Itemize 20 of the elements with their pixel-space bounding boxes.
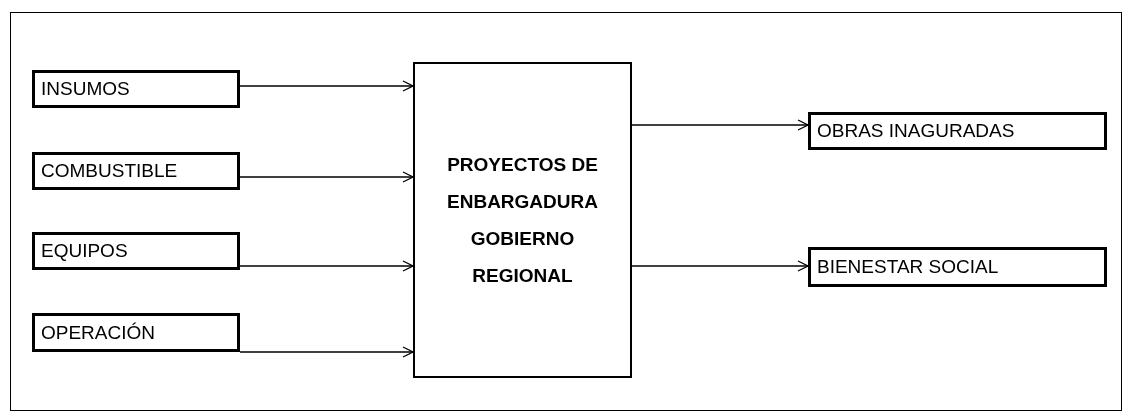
- input-box: [32, 313, 240, 352]
- arrow: [631, 119, 809, 131]
- output-box: [808, 247, 1107, 287]
- input-box: [32, 152, 240, 190]
- arrow: [239, 260, 414, 272]
- node-label: BIENESTAR SOCIAL: [816, 256, 999, 278]
- input-box: [32, 70, 240, 108]
- arrow: [239, 346, 414, 358]
- node-label: EQUIPOS: [40, 240, 128, 262]
- node-label: OPERACIÓN: [40, 321, 156, 344]
- node-label: INSUMOS: [40, 78, 130, 100]
- arrow: [239, 80, 414, 92]
- node-label: OBRAS INAGURADAS: [816, 120, 1015, 142]
- arrow: [631, 260, 809, 272]
- node-label: PROYECTOS DE ENBARGADURA GOBIERNO REGIONAL: [446, 153, 599, 288]
- arrow: [239, 171, 414, 183]
- node-label: COMBUSTIBLE: [40, 160, 178, 182]
- output-box: [808, 112, 1107, 150]
- input-box: [32, 232, 240, 270]
- process-box: [413, 62, 632, 378]
